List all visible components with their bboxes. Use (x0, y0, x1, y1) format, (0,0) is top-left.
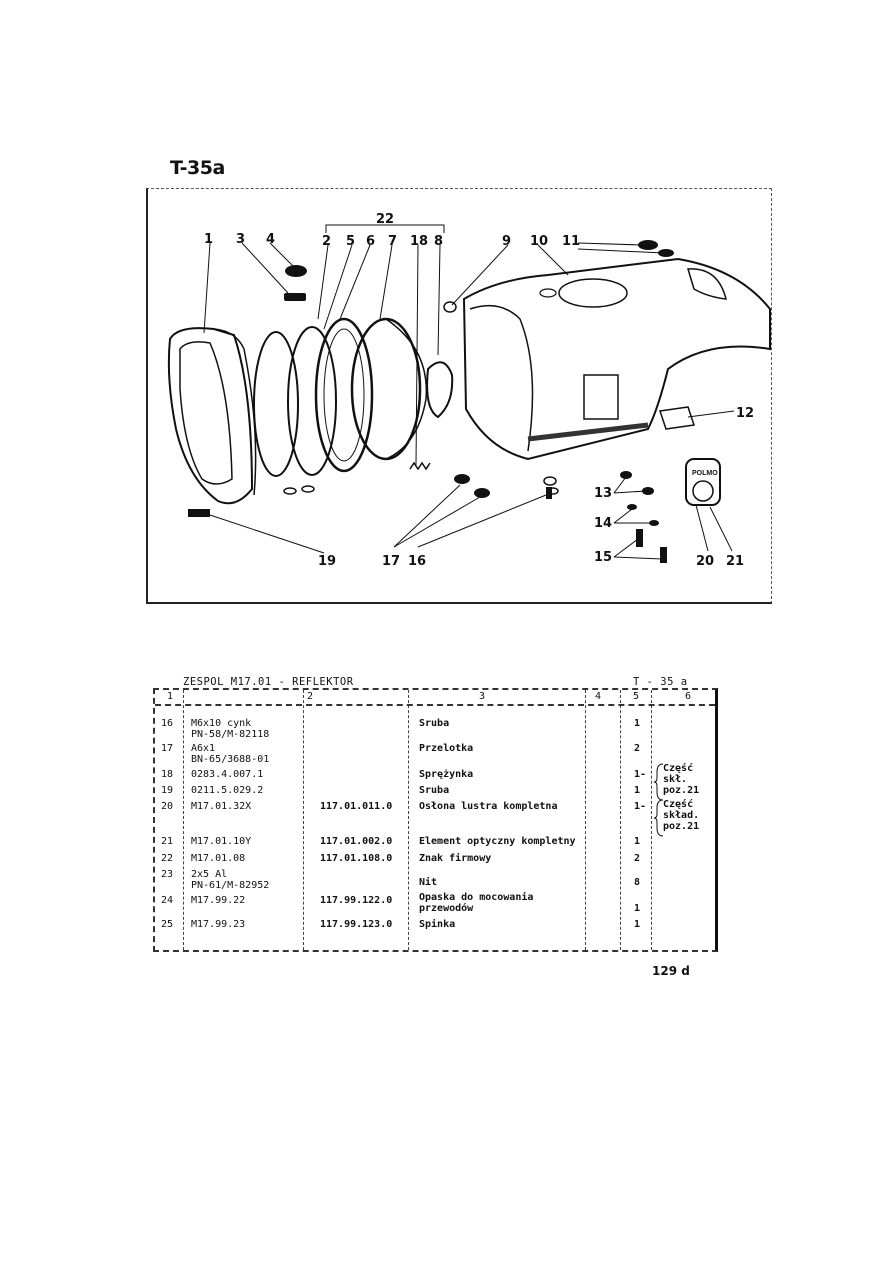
header-col-2: 2 (307, 691, 314, 702)
bulb-holder (426, 361, 454, 419)
callout-14: 14 (594, 516, 612, 531)
table-title: ZESPOL M17.01 - REFLEKTOR (183, 676, 354, 688)
callout-8: 8 (434, 234, 443, 249)
page-heading: T-35a (170, 157, 225, 179)
callout-11: 11 (562, 234, 580, 249)
badge-brand-text: POLMO (692, 470, 718, 477)
header-col-1: 1 (167, 691, 174, 702)
callout-6: 6 (366, 234, 375, 249)
callout-20: 20 (696, 554, 714, 569)
callout-16: 16 (408, 554, 426, 569)
callout-12: 12 (736, 406, 754, 421)
callout-15: 15 (594, 550, 612, 565)
brace-note-2 (653, 799, 664, 837)
callout-7: 7 (388, 234, 397, 249)
callout-19: 19 (318, 554, 336, 569)
retaining-ring (287, 326, 337, 476)
header-col-6: 6 (685, 691, 692, 702)
header-col-5: 5 (633, 691, 640, 702)
callout-13: 13 (594, 486, 612, 501)
note-part-of-21-b: Część skład. poz.21 (663, 799, 700, 832)
brand-badge (685, 458, 721, 506)
callout-9: 9 (502, 234, 511, 249)
page-number: 129 d (652, 964, 690, 978)
seal-ring (253, 331, 299, 477)
callout-10: 10 (530, 234, 548, 249)
callout-3: 3 (236, 232, 245, 247)
callout-5: 5 (346, 234, 355, 249)
note-part-of-21-a: Część skł. poz.21 (663, 763, 700, 796)
header-col-4: 4 (595, 691, 602, 702)
callout-2: 2 (322, 234, 331, 249)
header-col-3: 3 (479, 691, 486, 702)
callout-4: 4 (266, 232, 275, 247)
exploded-view-figure: 1 3 4 22 2 5 6 7 18 8 9 10 11 12 13 14 1… (146, 188, 772, 604)
callout-1: 1 (204, 232, 213, 247)
spring (409, 461, 431, 471)
callout-21: 21 (726, 554, 744, 569)
callout-17: 17 (382, 554, 400, 569)
lens (314, 317, 374, 473)
exploded-view-drawing: 1 3 4 22 2 5 6 7 18 8 9 10 11 12 13 14 1… (167, 212, 771, 569)
table-code: T - 35 a (633, 676, 688, 688)
callout-18: 18 (410, 234, 428, 249)
headlamp-rim-frame (167, 327, 254, 505)
callout-22: 22 (376, 212, 394, 227)
brace-note-1 (653, 763, 664, 801)
parts-table: 1 2 3 4 5 6 16 M6x10 cynk PN-58/M-82118 … (153, 688, 718, 952)
lamp-housing (462, 257, 771, 461)
